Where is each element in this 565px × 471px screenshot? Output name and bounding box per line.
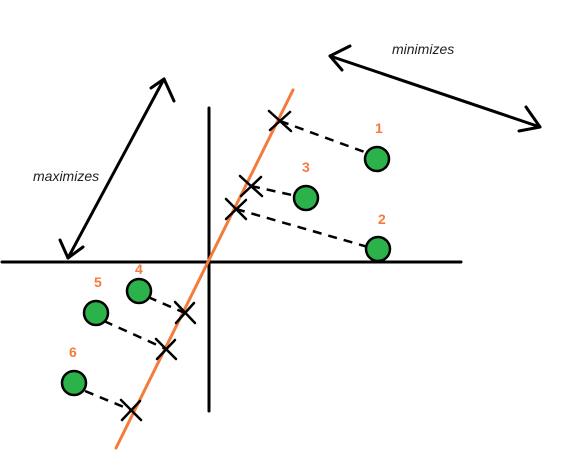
- point-label-2: 2: [378, 211, 386, 227]
- projection-line-5: [103, 319, 167, 351]
- point-label-4: 4: [135, 261, 143, 277]
- data-point-1: [363, 145, 391, 173]
- projection-line-6: [84, 389, 132, 412]
- maximizes-label: maximizes: [33, 168, 99, 184]
- projection-line-2: [235, 207, 369, 249]
- minimizes-arrow: [328, 44, 542, 133]
- projection-line-3: [250, 184, 293, 197]
- point-label-3: 3: [302, 159, 310, 175]
- data-point-6: [60, 369, 88, 397]
- projection-mark-6: [119, 398, 143, 422]
- data-point-5: [82, 299, 110, 327]
- projection-mark-5: [154, 337, 178, 361]
- projection-mark-2: [224, 197, 248, 221]
- projection-mark-4: [173, 300, 197, 325]
- projection-mark-3: [238, 174, 264, 198]
- projection-line-1: [279, 119, 371, 156]
- data-point-2: [364, 235, 392, 263]
- point-label-5: 5: [94, 274, 102, 290]
- data-point-3: [292, 184, 320, 212]
- maximizes-arrow: [58, 77, 176, 260]
- projection-mark-1: [267, 109, 293, 133]
- principal-component-line: [114, 88, 295, 450]
- projection-line-4: [147, 295, 186, 315]
- point-label-6: 6: [69, 344, 77, 360]
- minimizes-label: minimizes: [392, 41, 454, 57]
- point-label-1: 1: [375, 120, 383, 136]
- data-point-4: [125, 277, 153, 305]
